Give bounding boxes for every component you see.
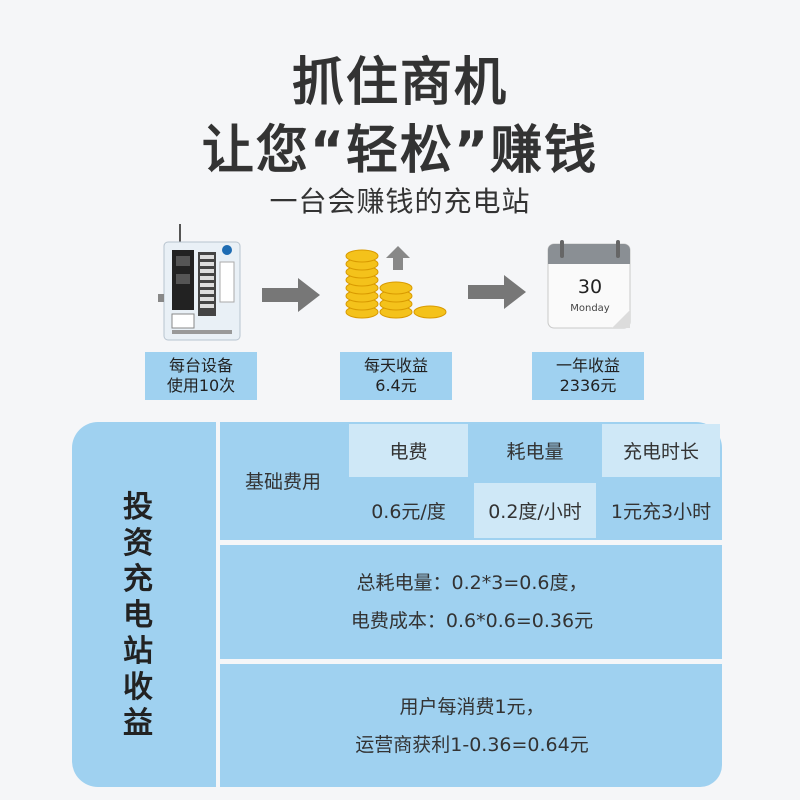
value-charge-duration: 1元充3小时 bbox=[602, 483, 720, 538]
yearly-income-caption: 一年收益 2336元 bbox=[532, 352, 644, 400]
base-fee-label: 基础费用 bbox=[222, 422, 344, 538]
profit-block: 用户每消费1元， 运营商获利1-0.36=0.64元 bbox=[222, 664, 722, 787]
panel-vertical-title: 投 资 充 电 站 收 益 bbox=[108, 490, 168, 742]
header-electricity-fee: 电费 bbox=[349, 424, 468, 477]
arrow-right-icon bbox=[468, 275, 528, 309]
daily-income-caption: 每天收益 6.4元 bbox=[340, 352, 452, 400]
vertical-title-char: 投 bbox=[123, 490, 153, 525]
yearly-caption-line1: 一年收益 bbox=[555, 356, 620, 375]
header-charge-duration: 充电时长 bbox=[602, 424, 720, 477]
total-consumption-text: 总耗电量：0.2*3=0.6度， bbox=[356, 572, 588, 594]
value-power-consumption: 0.2度/小时 bbox=[474, 483, 596, 538]
panel-divider bbox=[220, 540, 722, 545]
charging-station-illustration bbox=[150, 222, 250, 342]
panel-divider bbox=[220, 659, 722, 664]
user-spend-text: 用户每消费1元， bbox=[399, 695, 545, 718]
device-caption-line1: 每台设备 bbox=[168, 356, 233, 375]
yearly-caption-line2: 2336元 bbox=[559, 376, 617, 395]
operator-profit-text: 运营商获利1-0.36=0.64元 bbox=[355, 733, 589, 756]
header-power-consumption: 耗电量 bbox=[474, 424, 596, 477]
calendar-day: 30 bbox=[577, 276, 603, 298]
title-line-2: 让您“轻松”赚钱 bbox=[201, 121, 599, 181]
vertical-title-char: 充 bbox=[123, 562, 153, 597]
calendar-weekday: Monday bbox=[570, 303, 610, 314]
vertical-title-char: 收 bbox=[123, 670, 153, 705]
device-caption: 每台设备 使用10次 bbox=[145, 352, 257, 400]
arrow-right-icon bbox=[262, 278, 322, 312]
value-electricity-fee: 0.6元/度 bbox=[349, 483, 468, 538]
title-line-1: 抓住商机 bbox=[291, 53, 508, 113]
electricity-cost-text: 电费成本：0.6*0.6=0.36元 bbox=[350, 610, 594, 632]
vertical-title-char: 站 bbox=[123, 634, 153, 669]
vertical-title-char: 电 bbox=[123, 598, 153, 633]
subtitle: 一台会赚钱的充电站 bbox=[269, 185, 531, 218]
calendar-icon: 30 Monday bbox=[546, 240, 634, 332]
daily-caption-line2: 6.4元 bbox=[375, 376, 417, 395]
panel-divider bbox=[216, 422, 220, 787]
gold-coins-illustration bbox=[340, 240, 450, 324]
cost-calculation-block: 总耗电量：0.2*3=0.6度， 电费成本：0.6*0.6=0.36元 bbox=[222, 545, 722, 659]
vertical-title-char: 益 bbox=[123, 706, 153, 741]
vertical-title-char: 资 bbox=[123, 526, 153, 561]
device-caption-line2: 使用10次 bbox=[166, 376, 236, 395]
daily-caption-line1: 每天收益 bbox=[363, 356, 428, 375]
